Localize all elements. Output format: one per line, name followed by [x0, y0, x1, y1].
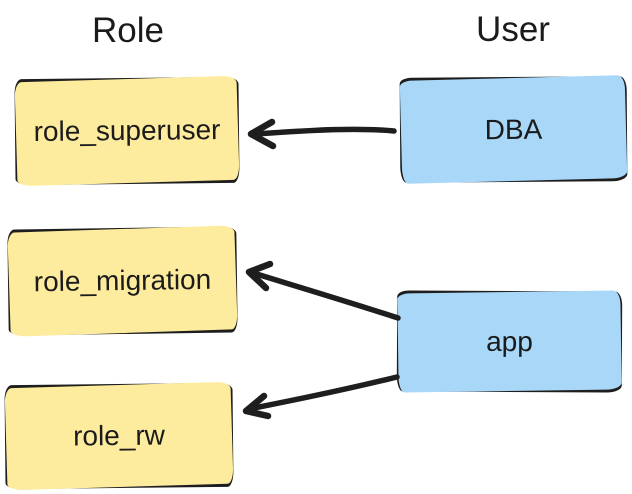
role-box-superuser: role_superuser — [14, 76, 240, 186]
role-box-rw-label: role_rw — [72, 419, 166, 452]
role-box-rw: role_rw — [4, 382, 234, 490]
role-box-superuser-label: role_superuser — [33, 114, 221, 147]
arrow-app-to-role-rw — [242, 374, 400, 420]
arrow-app-to-role-migration — [245, 260, 401, 321]
user-box-app: app — [396, 290, 623, 393]
user-box-dba-label: DBA — [484, 113, 543, 145]
user-box-dba: DBA — [399, 76, 628, 183]
role-box-migration-label: role_migration — [33, 263, 212, 298]
role-box-migration: role_migration — [7, 226, 238, 336]
user-box-app-label: app — [486, 325, 533, 357]
arrow-dba-to-role-superuser — [247, 118, 397, 150]
column-header-role: Role — [92, 11, 164, 50]
column-header-user: User — [476, 10, 550, 49]
